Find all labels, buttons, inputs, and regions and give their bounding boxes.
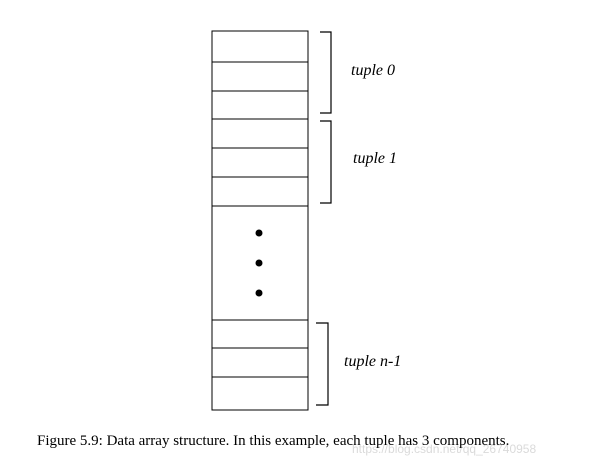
tuple-0-bracket <box>320 31 332 114</box>
tuple-1-label: tuple 1 <box>353 150 397 167</box>
tuple-n-1-bracket <box>316 322 329 406</box>
array-outline <box>211 30 309 411</box>
ellipsis-dot <box>255 229 263 237</box>
figure-caption: Figure 5.9: Data array structure. In thi… <box>37 433 510 449</box>
watermark-text: https://blog.csdn.net/qq_26740958 <box>352 442 537 456</box>
tuple-0-label: tuple 0 <box>351 62 395 79</box>
tuple-1-bracket <box>320 120 332 204</box>
ellipsis-dot <box>255 259 263 267</box>
tuple-n-1-label: tuple n-1 <box>344 353 401 370</box>
ellipsis-dot <box>255 289 263 297</box>
